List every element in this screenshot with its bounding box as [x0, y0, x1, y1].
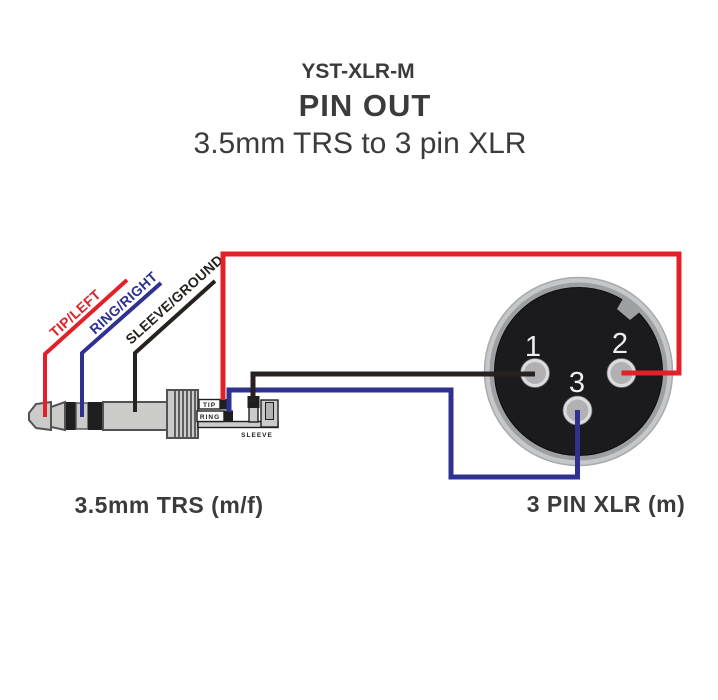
trs-tip-terminal [220, 399, 229, 410]
ring-leader-line [80, 281, 163, 417]
terminal-label-sleeve: SLEEVE [241, 432, 273, 439]
trs-rear-post-slot [265, 402, 274, 420]
trs-sleeve-lug [248, 406, 259, 423]
tip-leader-line [43, 278, 129, 417]
terminal-label-ring: RING [200, 414, 220, 421]
tip-to-pin2-wire [220, 251, 682, 400]
trs-tip-contact [28, 400, 52, 432]
pin1-number: 1 [525, 331, 541, 363]
trs-insulator-band-1 [66, 402, 76, 430]
xlr-connector [483, 276, 674, 467]
ring-to-pin3-wire [226, 387, 580, 480]
page-subtitle: 3.5mm TRS to 3 pin XLR [194, 127, 527, 160]
trs-caption: 3.5mm TRS (m/f) [75, 492, 264, 518]
trs-ring-terminal [224, 410, 233, 422]
sleeve-leader-line [133, 279, 217, 412]
xlr-caption: 3 PIN XLR (m) [527, 491, 686, 517]
trs-tip-cone [50, 400, 66, 432]
connection-wires [220, 251, 682, 480]
model-number: YST-XLR-M [301, 60, 414, 83]
terminal-label-tip: TIP [203, 402, 216, 409]
trs-plug: TIP RING SLEEVE [28, 389, 279, 439]
pin2-number: 2 [612, 328, 628, 360]
xlr-keyway-notch [617, 297, 641, 320]
page-title: PIN OUT [299, 88, 432, 123]
sleeve-to-pin1-wire [250, 371, 535, 402]
trs-insulator-band-2 [88, 402, 103, 430]
pin3-number: 3 [569, 367, 585, 399]
